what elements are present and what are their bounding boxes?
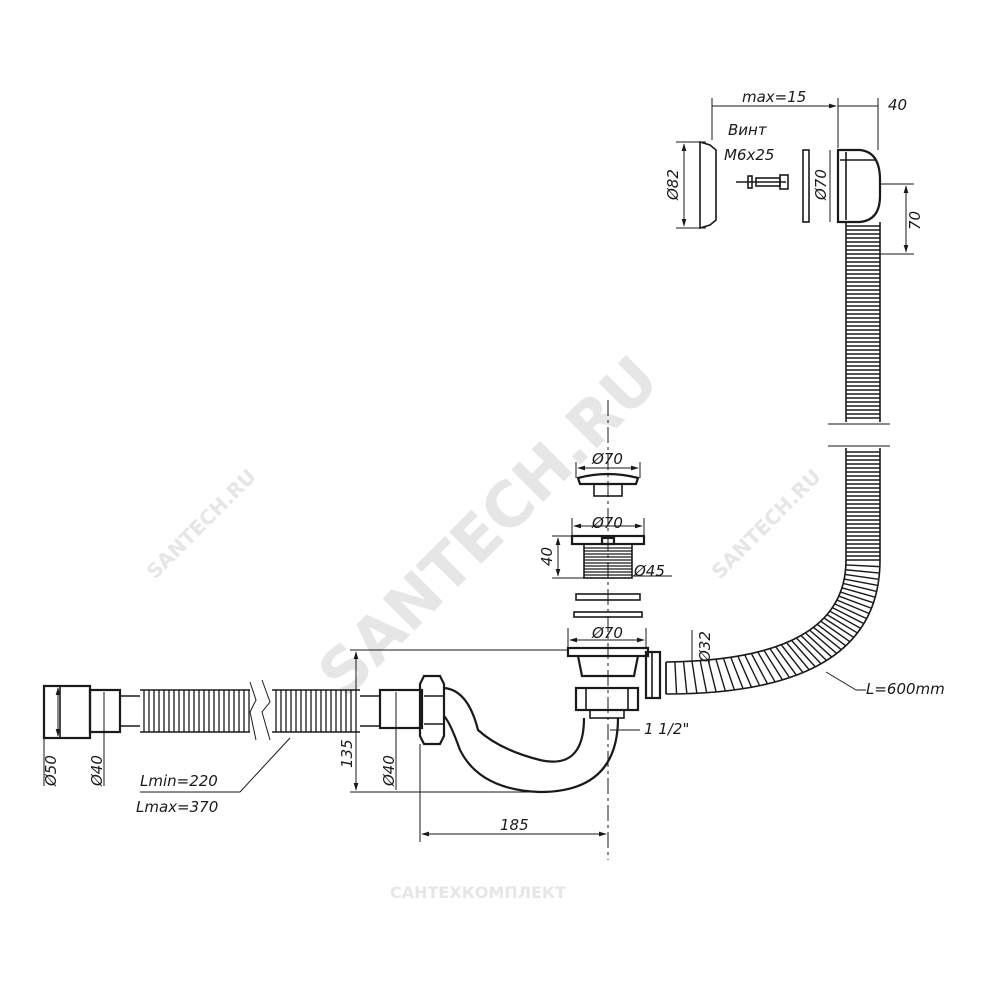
label-d32: Ø32 [696, 631, 714, 663]
overflow-body [836, 148, 882, 224]
hose-rib [699, 660, 708, 693]
overflow-gasket [802, 149, 810, 223]
hose-rib [775, 646, 797, 676]
hose-rib [841, 587, 876, 598]
dimension-70-side: 70 [880, 183, 924, 255]
hose-rib [800, 635, 827, 661]
dimension-length: Lmin=220 Lmax=370 [136, 737, 291, 816]
hose-rib [707, 659, 717, 693]
dimension-d40-trap: Ø40 [380, 692, 398, 790]
overflow-cover [699, 140, 717, 230]
hose-rib [813, 626, 842, 651]
hose-rib [715, 658, 727, 692]
label-40-top: 40 [888, 96, 907, 114]
dimension-d70-overflow: Ø70 [812, 150, 831, 222]
label-40-drain: 40 [538, 547, 556, 566]
trap-outlet [378, 688, 424, 730]
hose-rib [809, 629, 838, 654]
watermark-bottom: САНТЕХКОМПЛЕКТ [390, 883, 566, 902]
hose-rib [844, 578, 878, 587]
hose-rib [769, 648, 791, 678]
hose-rib [785, 642, 810, 671]
label-d70-overflow: Ø70 [812, 169, 830, 201]
overflow-hose [665, 222, 890, 695]
label-lmin: Lmin=220 [140, 772, 218, 790]
extension-hose [42, 679, 380, 741]
hose-rib [730, 657, 744, 689]
drain-grate-body: Ø70 [570, 514, 646, 579]
hose-rib [682, 661, 688, 694]
drain-flange: Ø70 [566, 624, 662, 700]
hose-rib [757, 651, 776, 683]
hose-rib [844, 573, 879, 581]
hose-rib [823, 617, 855, 638]
label-d70-flange: Ø70 [591, 624, 623, 642]
hose-rib [845, 569, 880, 574]
dimension-135: 135 [338, 649, 568, 793]
watermark-small-right: SANTECH.RU [707, 464, 826, 583]
label-d70-cap: Ø70 [591, 450, 623, 468]
drain-cap: Ø70 [575, 450, 641, 497]
s-trap-pipe [443, 686, 620, 794]
hose-rib [836, 599, 870, 615]
hose-rib [843, 582, 877, 593]
hose-rib [674, 661, 678, 694]
drain-nut [574, 686, 640, 719]
label-screw-title: Винт [728, 121, 768, 139]
hose-rib [791, 639, 816, 668]
drain-gasket [575, 593, 641, 601]
hose-rib [722, 658, 736, 691]
hose-rib [834, 603, 867, 620]
label-screw-size: M6x25 [724, 146, 774, 164]
hose-rib [780, 644, 804, 673]
hose-rib [838, 595, 872, 609]
label-L600: L=600mm [866, 680, 945, 698]
hose-rib [763, 649, 784, 681]
hose-rib [840, 591, 874, 604]
dimension-d40-left: Ø40 [88, 692, 106, 787]
label-d40-trap: Ø40 [380, 755, 398, 787]
hose-rib [826, 614, 858, 634]
dimension-L600: L=600mm [825, 671, 945, 698]
label-d82: Ø82 [664, 169, 682, 201]
label-135: 135 [338, 739, 356, 768]
hose-rib [691, 661, 698, 694]
dimension-185: 185 [419, 744, 607, 842]
hose-rib [750, 653, 769, 685]
hose-rib [816, 623, 847, 647]
dimension-d82: Ø82 [664, 141, 706, 229]
label-70-side: 70 [906, 211, 924, 230]
label-lmax: Lmax=370 [136, 798, 218, 816]
hose-rib [820, 620, 851, 643]
hose-rib [744, 654, 761, 686]
dimension-40-drain: 40 [538, 535, 584, 579]
hose-rib [845, 564, 880, 568]
dimension-d45: Ø45 [632, 562, 672, 580]
label-d45: Ø45 [633, 562, 665, 580]
hose-rib [804, 632, 833, 658]
label-185: 185 [500, 816, 529, 834]
label-max15: max=15 [742, 88, 806, 106]
label-d40-left: Ø40 [88, 755, 106, 787]
hose-rib [795, 637, 822, 665]
label-d70-grate: Ø70 [591, 514, 623, 532]
hose-rib [737, 655, 753, 688]
overflow-screw [736, 174, 789, 190]
hose-rib [832, 606, 865, 625]
watermark-small-left: SANTECH.RU [142, 464, 261, 583]
hose-rib [829, 610, 862, 629]
label-d50: Ø50 [42, 755, 60, 787]
drain-washer [573, 611, 643, 618]
screw-label: Винт M6x25 [724, 121, 774, 164]
dimension-thread: 1 1/2" [610, 720, 689, 738]
dimension-max15: max=15 40 [711, 88, 907, 150]
label-thread: 1 1/2" [644, 720, 689, 738]
trap-coupling-nut [418, 674, 446, 746]
dimension-d32: Ø32 [691, 630, 714, 663]
dimension-d50: Ø50 [42, 687, 61, 787]
